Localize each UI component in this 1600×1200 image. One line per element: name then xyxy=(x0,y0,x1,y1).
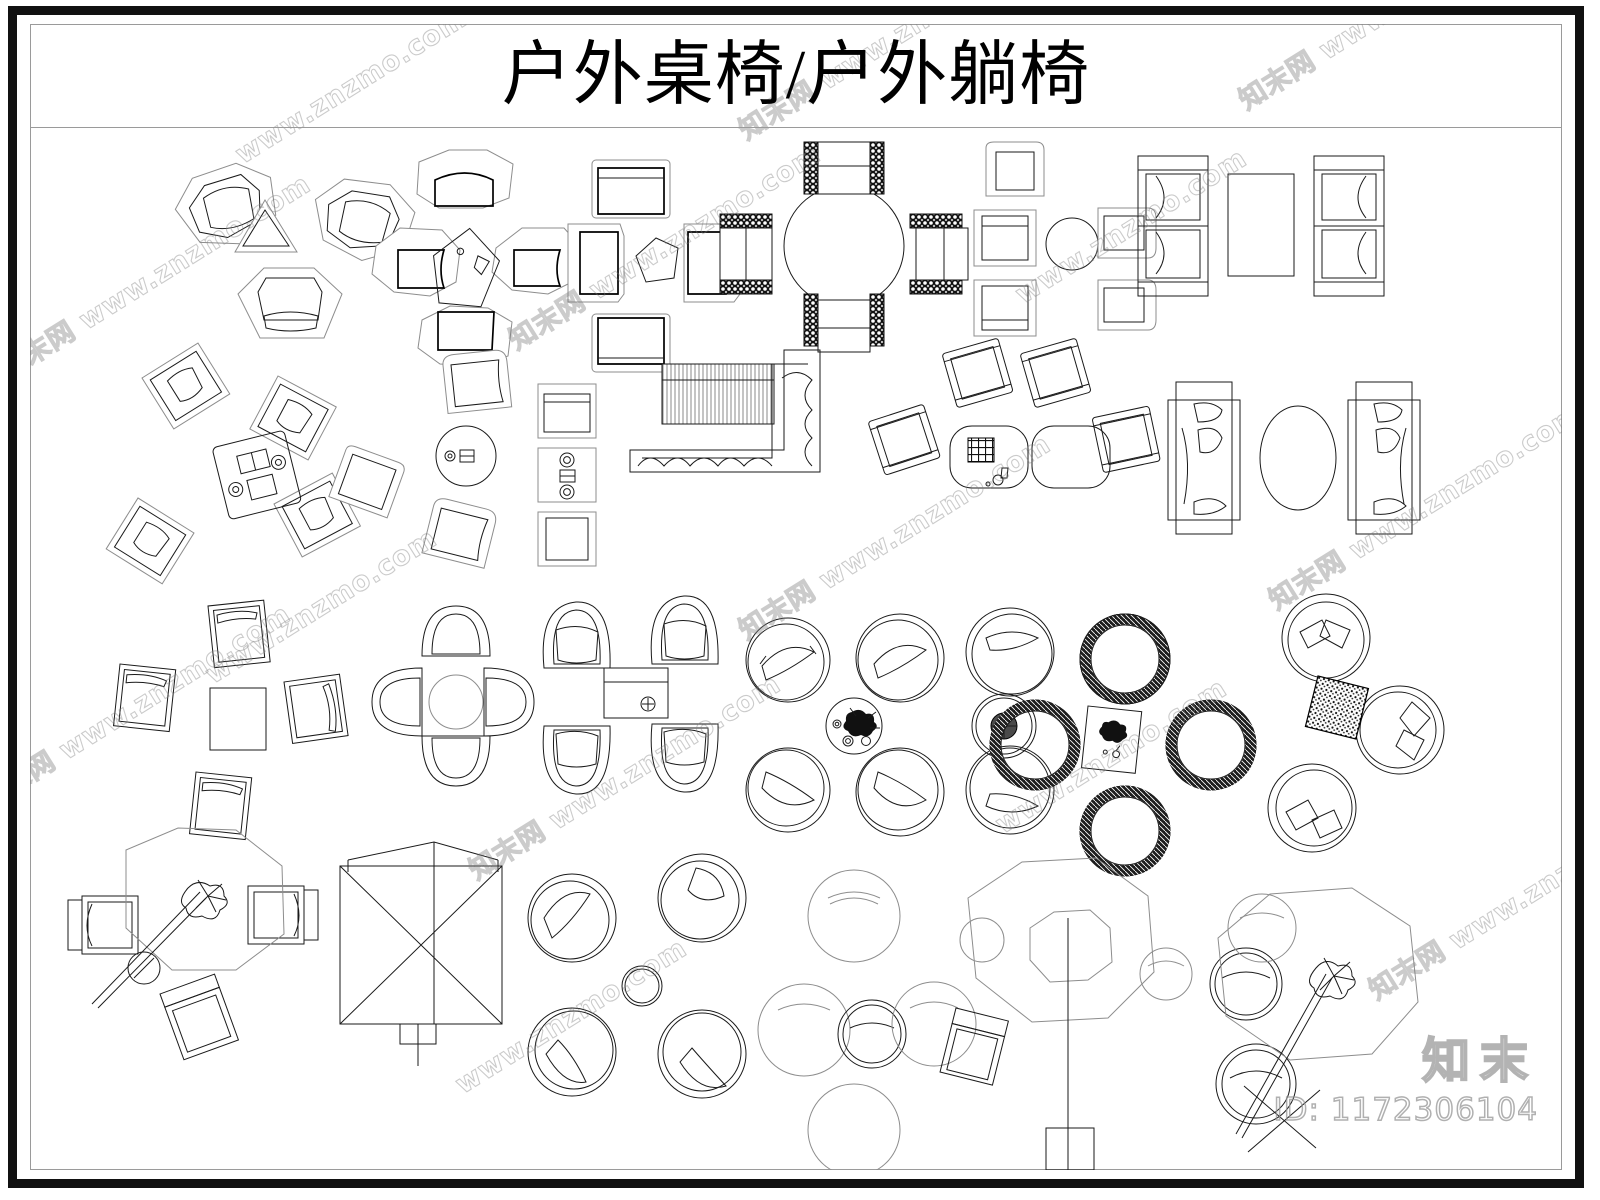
brand-block: 知末 ID: 1172306104 xyxy=(1273,1033,1538,1128)
group-stacked-module-elevations xyxy=(537,383,597,567)
group-circular-chair-pair xyxy=(757,869,977,1170)
round-side-table xyxy=(1045,217,1099,271)
group-armchair-square-table-set xyxy=(973,141,1157,337)
group-four-chair-round-table-set xyxy=(371,605,535,787)
group-square-table-with-chairs xyxy=(567,159,741,373)
page-title: 户外桌椅/户外躺椅 xyxy=(501,36,1091,114)
group-l-shaped-sofa-with-hatched-table xyxy=(629,349,821,473)
group-crossed-cushion-round-chairs xyxy=(1267,593,1445,853)
l-sofa xyxy=(629,349,821,473)
group-octagonal-parasol-left xyxy=(939,857,1193,1170)
group-heavy-ring-stool-set xyxy=(989,613,1257,877)
group-double-bench-with-coffee-table xyxy=(1137,155,1385,297)
pentagon-table xyxy=(433,227,501,308)
group-octagonal-parasol-with-chairs xyxy=(67,827,319,1061)
group-octagonal-parasol-right xyxy=(1209,887,1419,1153)
group-round-chair-cluster-small-table xyxy=(527,853,747,1099)
group-square-chair-cluster xyxy=(112,599,349,841)
oval-table xyxy=(1259,405,1337,511)
sheet-outer-border xyxy=(8,6,1584,1188)
textured-square-table xyxy=(1304,675,1370,740)
group-octagonal-chair-dining-set xyxy=(371,149,583,367)
round-table xyxy=(428,674,484,730)
title-block: 户外桌椅/户外躺椅 xyxy=(30,24,1562,128)
octagonal-parasol-canopy xyxy=(125,827,285,971)
group-chair-cluster-rounded-tables xyxy=(868,338,1161,489)
group-twin-daybed-with-oval-table xyxy=(1167,381,1421,535)
rect-table-with-plant xyxy=(1080,705,1143,774)
group-rotated-armchair-cluster xyxy=(105,342,362,585)
group-armchair-round-side-table xyxy=(328,349,513,569)
znzmo-logo: 知末 xyxy=(1421,1033,1538,1089)
group-arch-back-chair-pairs xyxy=(542,595,719,795)
group-square-parasol xyxy=(339,841,503,1066)
round-dining-table xyxy=(783,185,905,307)
hatched-table xyxy=(661,363,775,425)
sheet-inner-frame xyxy=(30,24,1562,1170)
group-round-table-rattan-chair-set xyxy=(719,141,969,353)
coffee-table xyxy=(1227,173,1295,277)
asset-id-label: ID: 1172306104 xyxy=(1273,1092,1538,1128)
drawing-canvas xyxy=(30,128,1562,1170)
group-hexagonal-lounge-chair-cluster xyxy=(174,162,416,339)
